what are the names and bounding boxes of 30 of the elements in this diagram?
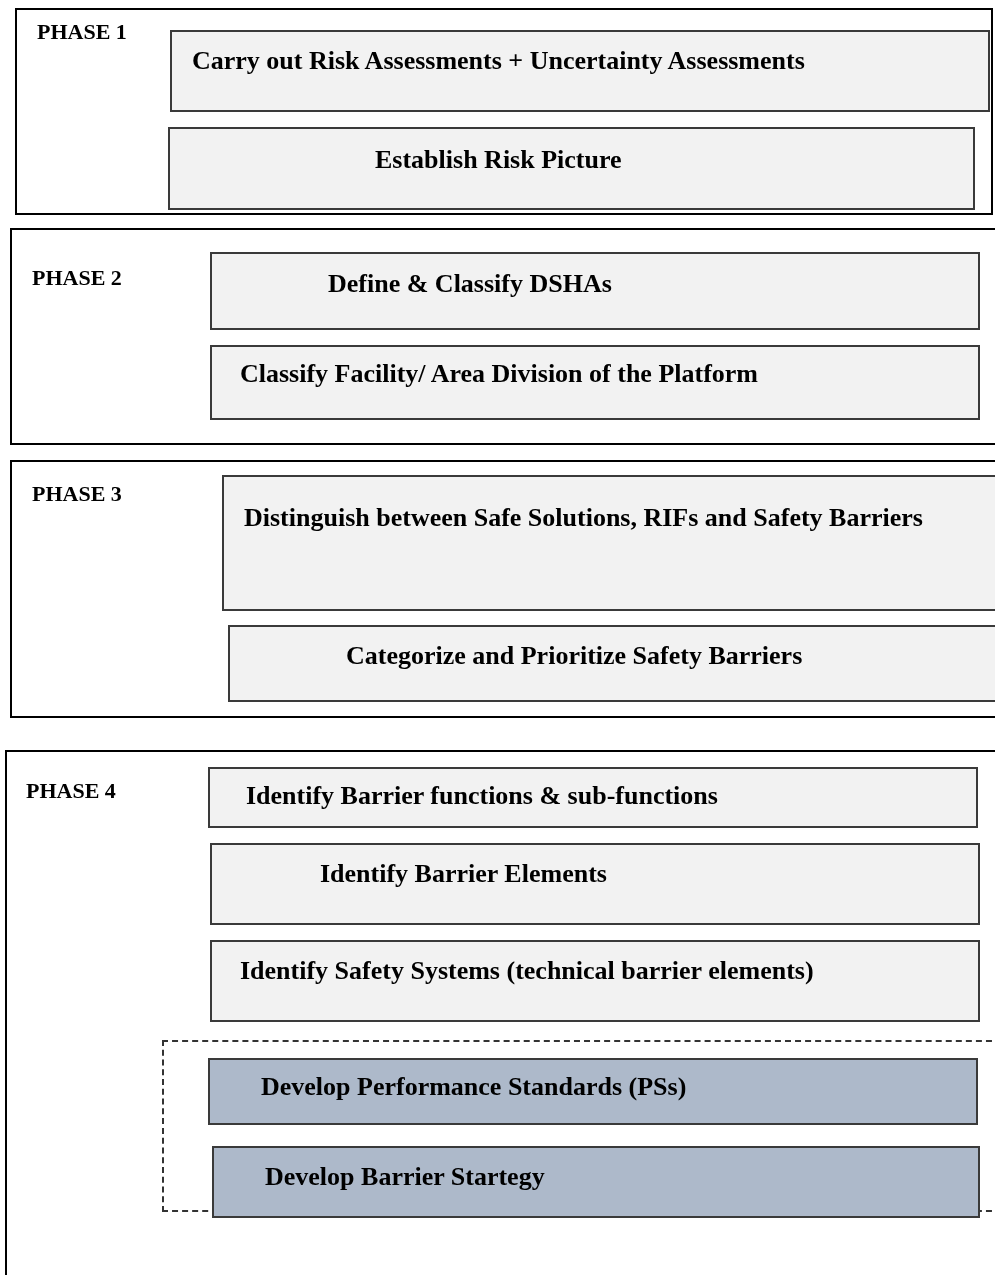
phase-heading: PHASE 4 xyxy=(26,777,117,805)
process-box xyxy=(212,1146,980,1218)
phase-panel xyxy=(15,8,993,215)
step-label: Carry out Risk Assessments + Uncertainty Assessments xyxy=(192,45,806,77)
phase-heading: PHASE 1 xyxy=(37,18,128,46)
process-box xyxy=(210,940,980,1022)
step-label: Develop Performance Standards (PSs) xyxy=(261,1071,688,1103)
step-label: Categorize and Prioritize Safety Barriers xyxy=(346,640,804,672)
step-label: Identify Barrier functions & sub-functions xyxy=(246,780,719,812)
step-label: Define & Classify DSHAs xyxy=(328,268,613,300)
phase-heading: PHASE 2 xyxy=(32,264,123,292)
step-label: Establish Risk Picture xyxy=(375,144,623,176)
step-label: Identify Barrier Elements xyxy=(320,858,608,890)
process-box xyxy=(168,127,975,210)
process-box xyxy=(222,475,995,611)
step-label: Identify Safety Systems (technical barrier elements) xyxy=(240,955,815,987)
process-box xyxy=(210,345,980,420)
process-box xyxy=(210,843,980,925)
phase-panel xyxy=(10,228,995,445)
step-label: Develop Barrier Startegy xyxy=(265,1161,546,1193)
process-box xyxy=(228,625,995,702)
phase-panel xyxy=(5,750,995,1275)
process-box xyxy=(210,252,980,330)
phase-panel xyxy=(10,460,995,718)
step-label: Classify Facility/ Area Division of the Platform xyxy=(240,358,759,390)
process-box xyxy=(208,1058,978,1125)
process-box xyxy=(170,30,990,112)
process-box xyxy=(208,767,978,828)
phase-heading: PHASE 3 xyxy=(32,480,123,508)
step-label: Distinguish between Safe Solutions, RIFs and Safety Barriers xyxy=(244,502,924,534)
